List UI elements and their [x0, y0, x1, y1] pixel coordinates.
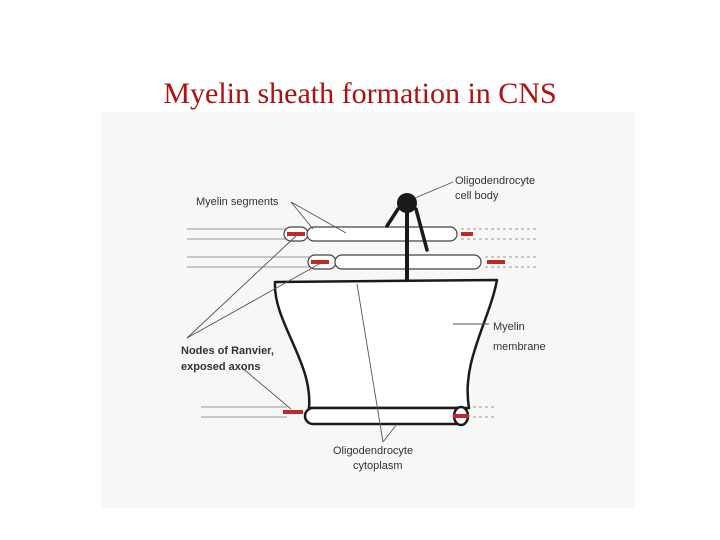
myelin-membrane	[273, 278, 499, 410]
label-oligodendrocyte-cell-body-line2: cell body	[455, 190, 499, 202]
myelin-diagram: Myelin segments Oligodendrocyte cell bod…	[101, 112, 635, 508]
label-myelin-membrane-line2: membrane	[493, 341, 546, 353]
node-of-ranvier-3	[283, 410, 469, 418]
oligodendrocyte-cytoplasm-tube	[303, 406, 467, 426]
page-title: Myelin sheath formation in CNS	[163, 77, 557, 110]
label-myelin-segments: Myelin segments	[196, 196, 279, 208]
leader-lines	[186, 181, 489, 443]
label-oligodendrocyte-cytoplasm-line1: Oligodendrocyte	[333, 445, 413, 457]
upper-axon-2	[187, 256, 537, 268]
label-nodes-of-ranvier-line1: Nodes of Ranvier,	[181, 345, 274, 357]
oligodendrocyte-cell-body	[385, 193, 429, 284]
label-myelin-membrane-line1: Myelin	[493, 321, 525, 333]
upper-axon-1	[187, 228, 537, 240]
label-oligodendrocyte-cell-body-line1: Oligodendrocyte	[455, 175, 535, 187]
label-oligodendrocyte-cytoplasm-line2: cytoplasm	[353, 460, 403, 472]
label-nodes-of-ranvier-line2: exposed axons	[181, 361, 260, 373]
lower-axon	[201, 406, 497, 418]
myelin-segment-1b	[306, 226, 458, 242]
